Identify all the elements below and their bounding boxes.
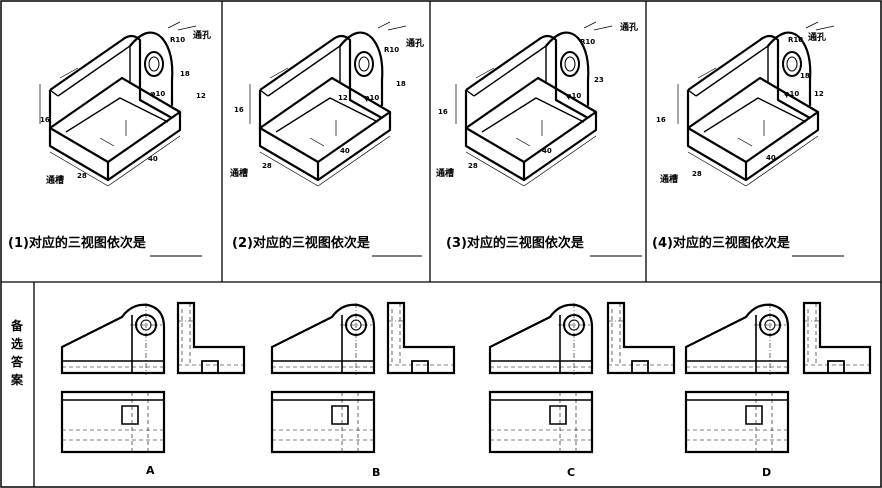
dim-radius-3: R10 xyxy=(580,38,595,46)
dim-depth-4: 28 xyxy=(692,170,702,178)
question-1-label: (1)对应的三视图依次是 xyxy=(8,235,147,251)
question-2-panel: 通孔 通槽 40 28 16 φ10 R10 18 12 (2)对应的三视图依次… xyxy=(230,20,424,257)
dim-width-2: 40 xyxy=(340,147,350,155)
through-slot-label-4: 通槽 xyxy=(660,173,678,185)
through-slot-label-1: 通槽 xyxy=(46,174,64,186)
through-hole-label-4: 通孔 xyxy=(808,31,826,43)
choice-C-label: C xyxy=(567,466,575,479)
question-3-label: (3)对应的三视图依次是 xyxy=(446,235,585,251)
dim-depth-1: 28 xyxy=(77,172,87,180)
dim-slot-4: 12 xyxy=(814,90,824,98)
answers-title-char-4: 案 xyxy=(10,372,24,387)
isometric-part-4 xyxy=(676,20,836,188)
dim-hole-2: φ10 xyxy=(364,94,379,102)
isometric-part-2 xyxy=(248,20,408,188)
question-3-panel: 通孔 通槽 40 28 16 φ10 R10 23 (3)对应的三视图依次是 xyxy=(436,20,642,257)
dim-slot-1: 12 xyxy=(196,92,206,100)
choice-D-label: D xyxy=(762,466,771,479)
question-2-label: (2)对应的三视图依次是 xyxy=(232,235,371,251)
through-hole-label-2: 通孔 xyxy=(406,37,424,49)
choice-C-top-view xyxy=(488,390,594,454)
question-4-label: (4)对应的三视图依次是 xyxy=(652,235,791,251)
answers-title: 备 选 答 案 xyxy=(10,318,24,387)
dim-height-3: 16 xyxy=(438,108,448,116)
dim-hole-1: φ10 xyxy=(150,90,165,98)
choice-A-label: A xyxy=(146,464,155,477)
answers-title-char-2: 选 xyxy=(11,336,23,351)
through-slot-label-3: 通槽 xyxy=(436,167,454,179)
choice-C-front-view xyxy=(488,301,594,377)
choice-D-front-view xyxy=(684,301,790,377)
choice-C-side-view xyxy=(606,301,676,375)
dim-radius-1: R10 xyxy=(170,36,185,44)
dim-height-1: 16 xyxy=(40,116,50,124)
dim-hole-3: φ10 xyxy=(566,92,581,100)
choice-D-side-view xyxy=(802,301,872,375)
dim-boss-2: 18 xyxy=(396,80,406,88)
question-1-panel: 通孔 通槽 40 28 16 φ10 R10 18 12 (1)对应的三视图依次… xyxy=(8,20,211,257)
choice-B-side-view xyxy=(386,301,456,375)
through-slot-label-2: 通槽 xyxy=(230,167,248,179)
choice-C[interactable]: C xyxy=(488,301,676,479)
dim-boss-1: 18 xyxy=(180,70,190,78)
dim-depth-2: 28 xyxy=(262,162,272,170)
choice-B[interactable]: B xyxy=(270,301,456,479)
choice-A-front-view xyxy=(60,301,166,377)
choice-B-label: B xyxy=(372,466,380,479)
dim-height-4: 16 xyxy=(656,116,666,124)
dim-hole-4: φ10 xyxy=(784,90,799,98)
dim-radius-2: R10 xyxy=(384,46,399,54)
dim-boss-3: 23 xyxy=(594,76,604,84)
dim-height-2: 16 xyxy=(234,106,244,114)
answers-title-char-3: 答 xyxy=(11,354,24,369)
dim-slot-2: 12 xyxy=(338,94,348,102)
dim-radius-4: R10 xyxy=(788,36,803,44)
dim-width-1: 40 xyxy=(148,155,158,163)
choice-A-side-view xyxy=(176,301,246,375)
question-4-panel: 通孔 通槽 40 28 16 φ10 R10 18 12 (4)对应的三视图依次… xyxy=(652,20,844,257)
answers-title-char-1: 备 xyxy=(10,318,24,333)
through-hole-label-3: 通孔 xyxy=(620,21,638,33)
choice-D[interactable]: D xyxy=(684,301,872,479)
dim-width-4: 40 xyxy=(766,154,776,162)
through-hole-label-1: 通孔 xyxy=(193,29,211,41)
choice-B-top-view xyxy=(270,390,376,454)
isometric-part-3 xyxy=(454,20,614,188)
choice-B-front-view xyxy=(270,301,376,377)
dim-width-3: 40 xyxy=(542,147,552,155)
choice-A[interactable]: A xyxy=(60,301,246,477)
dim-boss-4: 18 xyxy=(800,72,810,80)
choice-A-top-view xyxy=(60,390,166,454)
dim-depth-3: 28 xyxy=(468,162,478,170)
isometric-part-1 xyxy=(38,20,198,188)
choice-D-top-view xyxy=(684,390,790,454)
